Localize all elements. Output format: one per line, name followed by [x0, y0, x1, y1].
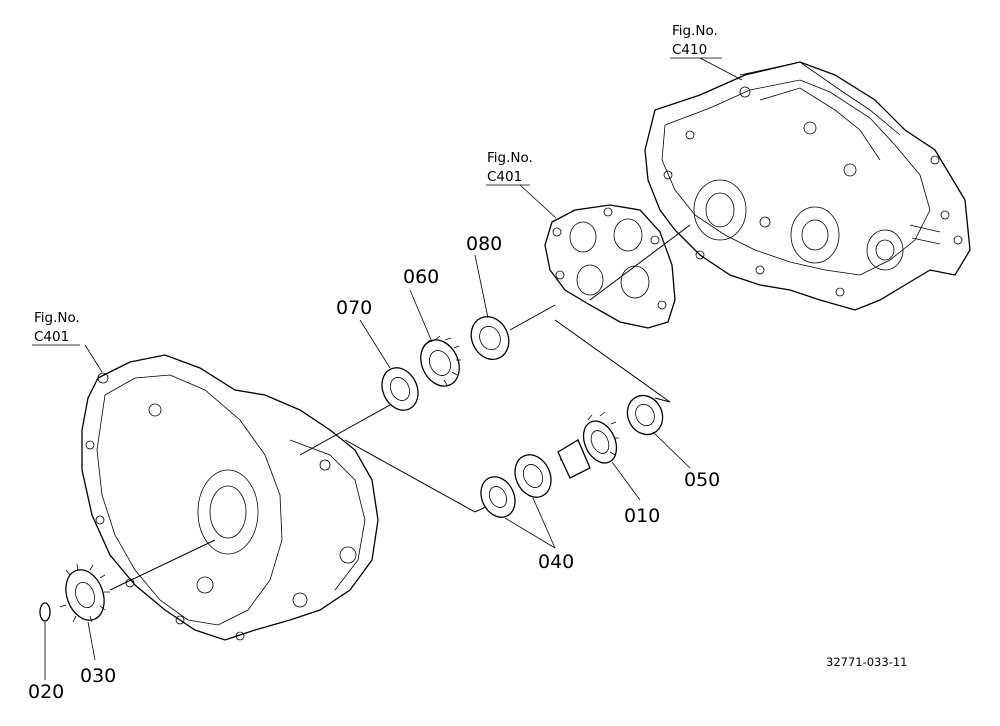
- gear-030: [59, 563, 110, 623]
- transmission-case-housing: [644, 61, 971, 311]
- fig-ref-c401-left-heading: Fig.No.: [34, 310, 80, 326]
- gear-060: [420, 335, 461, 387]
- clutch-housing: [81, 354, 379, 641]
- part-number-060: 060: [403, 266, 439, 288]
- bearing-plate: [544, 204, 676, 329]
- bearing-070: [381, 367, 419, 411]
- bearing-050: [626, 394, 664, 436]
- part-number-040: 040: [538, 551, 574, 573]
- bearing-040-pair: [480, 454, 552, 518]
- fig-ref-c401-mid-heading: Fig.No.: [487, 150, 533, 166]
- fig-ref-c410-code: C410: [672, 42, 707, 58]
- fig-ref-c401-left-code: C401: [34, 329, 69, 345]
- part-number-050: 050: [684, 469, 720, 491]
- snap-ring-020: [39, 602, 51, 622]
- bearing-080: [470, 316, 510, 360]
- label-leaders: [32, 57, 743, 680]
- shaft-gear-010: [557, 411, 619, 479]
- fig-ref-c401-mid-code: C401: [487, 169, 522, 185]
- part-number-020: 020: [28, 681, 64, 703]
- part-number-080: 080: [466, 233, 502, 255]
- drawing-code: 32771-033-11: [826, 655, 907, 669]
- fig-ref-c410-heading: Fig.No.: [672, 23, 718, 39]
- part-number-070: 070: [336, 297, 372, 319]
- part-number-030: 030: [80, 665, 116, 687]
- part-number-010: 010: [624, 505, 660, 527]
